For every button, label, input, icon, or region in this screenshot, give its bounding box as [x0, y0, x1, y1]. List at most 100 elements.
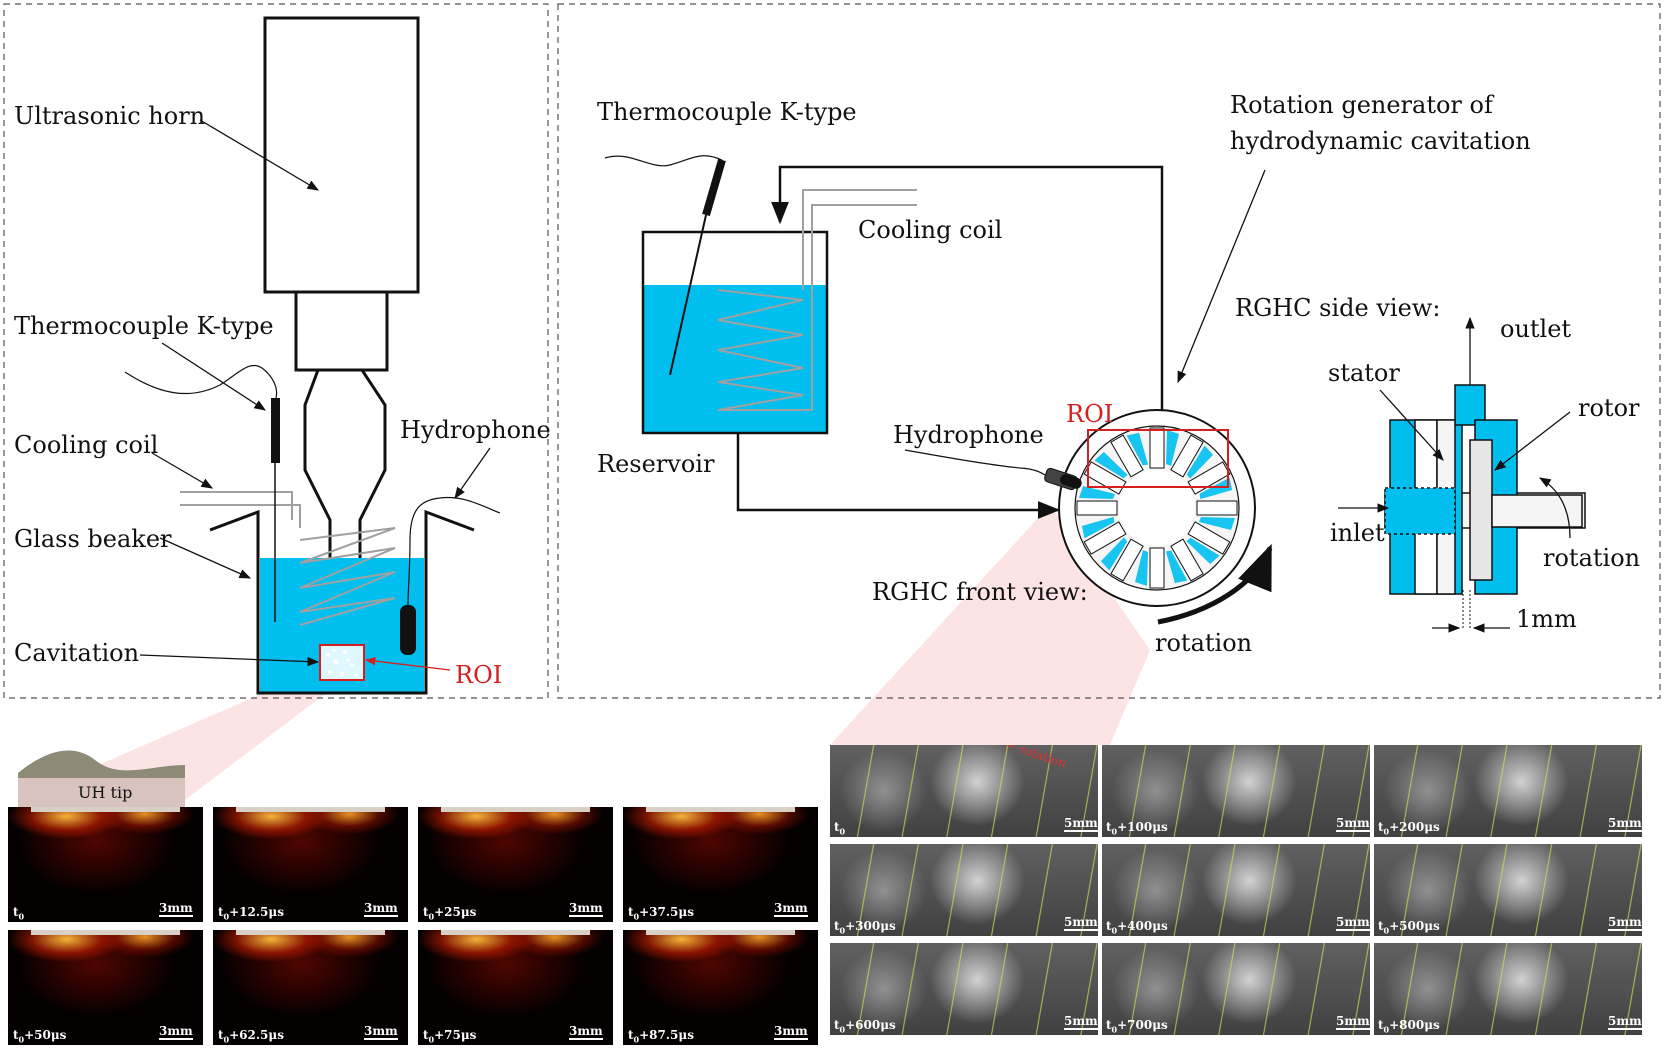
leader-arrows-left: [139, 119, 491, 671]
uh-tip-bar: [31, 930, 180, 935]
label-roi-right: ROI: [1066, 400, 1114, 428]
rotor-slot: [1196, 500, 1238, 516]
uh-tip-bar: [646, 807, 795, 812]
cavitation-cloud: [1081, 516, 1115, 539]
rotor-slot: [1170, 538, 1204, 582]
label-rotation-front: rotation: [1155, 629, 1253, 657]
label-reservoir: Reservoir: [597, 450, 715, 478]
label-inlet: inlet: [1330, 519, 1385, 547]
scale-bar: 3mm: [774, 901, 808, 917]
frame-time-label: t0+600μs: [834, 1018, 896, 1035]
uh-tip-bar: [236, 930, 385, 935]
label-cooling-coil-left: Cooling coil: [14, 431, 159, 459]
thermocouple-right: [604, 155, 726, 376]
reservoir: [641, 230, 829, 435]
frame-time-label: t0+100μs: [1106, 820, 1168, 837]
label-hydrophone-left: Hydrophone: [400, 416, 551, 444]
thermal-frame: t0+75μs 3mm: [418, 930, 613, 1045]
flow-loop: [736, 165, 1164, 519]
rotor-slot: [1149, 547, 1165, 589]
label-rotor: rotor: [1578, 394, 1640, 422]
scale-bar: 5mm: [1336, 915, 1370, 931]
label-cooling-coil-right: Cooling coil: [858, 216, 1003, 244]
cavitation-cloud: [1100, 537, 1128, 571]
scale-bar: 5mm: [1064, 816, 1098, 832]
cavitation-cloud: [1186, 445, 1214, 479]
scale-bar: 3mm: [569, 1024, 603, 1040]
uh-tip-bar: [646, 930, 795, 935]
rghc-frame: t0+800μs 5mm: [1374, 943, 1642, 1035]
scale-bar: 3mm: [774, 1024, 808, 1040]
frame-time-label: t0+50μs: [13, 1028, 67, 1045]
label-gap: 1mm: [1516, 605, 1577, 633]
frame-time-label: t0+12.5μs: [218, 905, 284, 922]
label-rotation-side: rotation: [1543, 544, 1641, 572]
rotor-slot: [1170, 434, 1204, 478]
cavitation-cloud: [1166, 430, 1179, 466]
label-glass-beaker: Glass beaker: [14, 525, 172, 553]
rotor-slot: [1076, 500, 1118, 516]
label-stator: stator: [1328, 359, 1400, 387]
frame-time-label: t0+75μs: [423, 1028, 477, 1045]
hydrophone-right: [904, 449, 1082, 491]
rghc-frame: t0+100μs 5mm: [1102, 745, 1370, 837]
scale-bar: 3mm: [569, 901, 603, 917]
label-roi-left: ROI: [455, 661, 503, 689]
scale-bar: 3mm: [159, 1024, 193, 1040]
rotation-arrow-front: [1157, 543, 1273, 625]
scale-bar: 5mm: [1064, 915, 1098, 931]
rghc-frame: t0+600μs 5mm: [830, 943, 1098, 1035]
label-generator-line2: hydrodynamic cavitation: [1230, 127, 1531, 155]
cavitation-cloud: [1094, 451, 1128, 479]
cavitation-cloud: [1199, 477, 1233, 500]
rotor-slot: [1187, 521, 1231, 555]
scale-bar: 5mm: [1064, 1014, 1098, 1030]
zoom-wedge-right: [830, 505, 1150, 745]
frame-time-label: t0+62.5μs: [218, 1028, 284, 1045]
cavitation-cloud: [1199, 517, 1235, 530]
uh-tip-base: [18, 778, 185, 808]
cooling-coil-left: [180, 491, 396, 626]
label-outlet: outlet: [1500, 315, 1572, 343]
thermal-frame: t0+25μs 3mm: [418, 807, 613, 922]
scale-bar: 5mm: [1336, 816, 1370, 832]
frame-time-label: t0+700μs: [1106, 1018, 1168, 1035]
rotor-slot: [1149, 427, 1165, 469]
cooling-coil-right: [717, 189, 917, 411]
generator-leader: [1177, 169, 1266, 384]
panel-ultrasonic: [3, 3, 549, 699]
label-hydrophone-right: Hydrophone: [893, 421, 1044, 449]
label-ultrasonic-horn: Ultrasonic horn: [14, 102, 206, 130]
scale-bar: 5mm: [1336, 1014, 1370, 1030]
frame-time-label: t0+200μs: [1378, 820, 1440, 837]
rghc-frame: t0+500μs 5mm: [1374, 844, 1642, 936]
ultrasonic-horn: [263, 16, 420, 650]
frame-time-label: t0+25μs: [423, 905, 477, 922]
label-thermocouple-left: Thermocouple K-type: [14, 312, 274, 340]
scale-bar: 5mm: [1608, 1014, 1642, 1030]
uh-tip-bar: [236, 807, 385, 812]
scale-bar: 3mm: [159, 901, 193, 917]
cavitation-cloud: [1186, 537, 1220, 565]
scale-bar: 5mm: [1608, 915, 1642, 931]
rghc-side-view: [1384, 384, 1586, 630]
thermocouple-left: [124, 364, 280, 622]
label-generator-line1: Rotation generator of: [1230, 91, 1493, 119]
rghc-frame: t0+700μs 5mm: [1102, 943, 1370, 1035]
frame-time-label: t0+37.5μs: [628, 905, 694, 922]
frame-time-label: t0+87.5μs: [628, 1028, 694, 1045]
rghc-front-view: [1058, 409, 1256, 607]
label-thermocouple-right: Thermocouple K-type: [597, 98, 857, 126]
rotation-direction-label: ← rotation: [1004, 745, 1069, 771]
frame-time-label: t0+500μs: [1378, 919, 1440, 936]
frame-time-label: t0+400μs: [1106, 919, 1168, 936]
rghc-frame: t0+200μs 5mm: [1374, 745, 1642, 837]
frame-time-label: t0+800μs: [1378, 1018, 1440, 1035]
scale-bar: 5mm: [1608, 816, 1642, 832]
side-view-arrows: [1338, 316, 1571, 633]
label-rghc-side-view: RGHC side view:: [1235, 294, 1441, 322]
label-rghc-front-view: RGHC front view:: [872, 578, 1088, 606]
